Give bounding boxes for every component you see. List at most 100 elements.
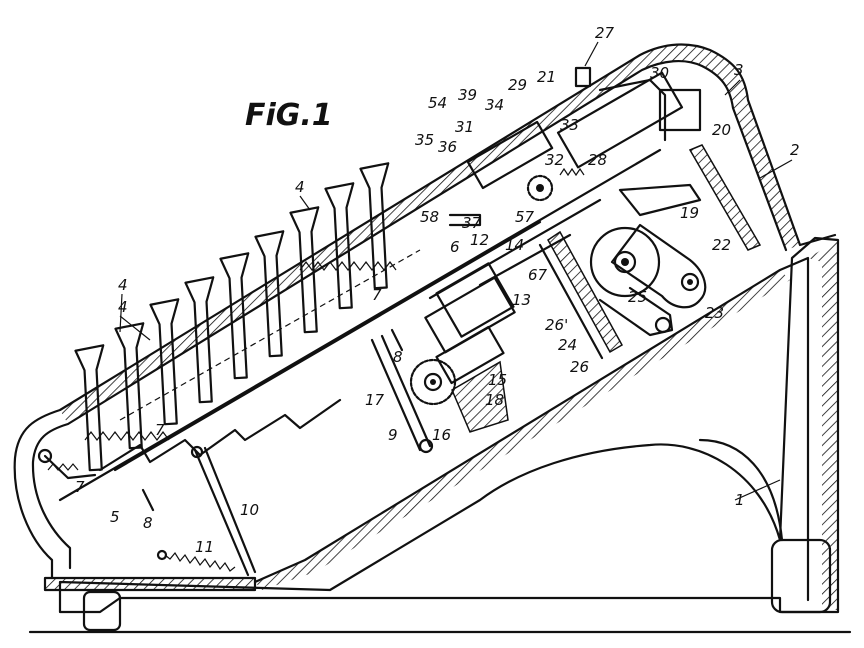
pin-8-left	[141, 488, 155, 512]
dashed-link	[119, 249, 421, 421]
base-hatch-slope	[255, 270, 790, 590]
base-hatch-side	[808, 240, 838, 610]
label-4-left: 4	[118, 276, 128, 294]
key[interactable]	[149, 298, 184, 426]
key-plate	[58, 148, 662, 502]
label-35: 35	[415, 131, 434, 149]
foot-left	[82, 590, 122, 632]
label-26-prime: 26'	[545, 316, 568, 334]
lever-9	[370, 338, 422, 452]
label-15: 15	[488, 371, 507, 389]
roller-57-hub	[536, 184, 544, 192]
pivot-link	[43, 454, 97, 480]
key-plate-lower	[113, 220, 542, 472]
lever-23-pivot	[680, 272, 700, 292]
label-28: 28	[588, 151, 607, 169]
label-39: 39	[458, 86, 477, 104]
lever-9b	[380, 334, 432, 448]
gear-16-center	[430, 379, 436, 385]
key[interactable]	[359, 162, 394, 290]
figure-title: FiG.1	[245, 98, 333, 133]
key[interactable]	[324, 182, 359, 310]
key[interactable]	[289, 206, 324, 334]
label-12: 12	[470, 231, 489, 249]
label-4-left2: 4	[118, 298, 128, 316]
lever-23	[610, 223, 707, 309]
pivot-spring	[47, 463, 79, 471]
post-26-hatch	[547, 230, 624, 354]
rod-10b	[203, 446, 257, 574]
gear-16-hub	[423, 372, 443, 392]
key-spring-upper	[299, 261, 397, 271]
label-21: 21	[537, 68, 556, 86]
carriage-block	[424, 276, 516, 354]
label-16: 16	[432, 426, 451, 444]
label-7-left: 7	[75, 478, 85, 496]
label-29: 29	[508, 76, 527, 94]
foot-right	[770, 538, 832, 614]
plate-18-hatch	[451, 360, 509, 433]
cam-25	[589, 226, 661, 298]
spring-11-end	[156, 549, 168, 561]
cam-25-center	[621, 258, 629, 266]
label-27: 27	[595, 24, 615, 42]
post-26a	[538, 243, 604, 360]
label-36: 36	[438, 138, 457, 156]
housing-inner-shell	[31, 59, 788, 570]
label-1: 1	[735, 491, 745, 509]
rod-10	[193, 448, 250, 577]
label-9: 9	[388, 426, 398, 444]
label-8-mid: 8	[393, 348, 403, 366]
lever-23-center	[687, 279, 693, 285]
part-58	[448, 213, 482, 227]
label-22: 22	[712, 236, 731, 254]
rod-10-pin	[190, 445, 204, 459]
label-4-top: 4	[295, 178, 305, 196]
label-11: 11	[195, 538, 214, 556]
label-18: 18	[485, 391, 504, 409]
label-34: 34	[485, 96, 504, 114]
part-32	[559, 167, 585, 177]
label-32: 32	[545, 151, 564, 169]
pivot-left	[37, 448, 53, 464]
shaft-14	[428, 198, 602, 300]
knob-27	[574, 66, 592, 88]
label-37: 37	[462, 214, 482, 232]
label-30: 30	[650, 64, 669, 82]
lever-arm	[598, 286, 674, 337]
base-arch	[698, 438, 784, 542]
label-26: 26	[570, 358, 589, 376]
label-2: 2	[790, 141, 800, 159]
roller-57	[526, 174, 554, 202]
bracket-3	[658, 88, 702, 132]
spring-11	[164, 551, 236, 572]
arm-30	[598, 78, 667, 142]
bracket-19	[618, 183, 702, 217]
label-24: 24	[558, 336, 577, 354]
reference-labels: 27 30 3 2 54 39 29 21 34 31 35 36 33 32 …	[75, 24, 800, 556]
label-17: 17	[365, 391, 385, 409]
zigzag-link	[98, 398, 342, 472]
label-8-left: 8	[143, 514, 153, 532]
lever-9-pin	[418, 438, 434, 454]
key-levers	[74, 162, 394, 472]
key[interactable]	[184, 276, 219, 404]
key[interactable]	[254, 230, 289, 358]
label-67: 67	[528, 266, 548, 284]
label-19: 19	[680, 204, 699, 222]
key-spring	[84, 431, 170, 441]
label-23: 23	[705, 304, 724, 322]
label-25: 25	[628, 288, 647, 306]
label-5: 5	[110, 508, 120, 526]
lever-arm-pin	[654, 316, 672, 334]
label-7-mid: 7	[155, 421, 165, 439]
leader-lines	[119, 41, 793, 501]
label-14: 14	[505, 236, 524, 254]
key[interactable]	[219, 252, 254, 380]
label-33: 33	[560, 116, 579, 134]
base-frame	[58, 236, 840, 614]
label-31: 31	[455, 118, 474, 136]
label-6: 6	[450, 238, 460, 256]
label-20: 20	[712, 121, 731, 139]
